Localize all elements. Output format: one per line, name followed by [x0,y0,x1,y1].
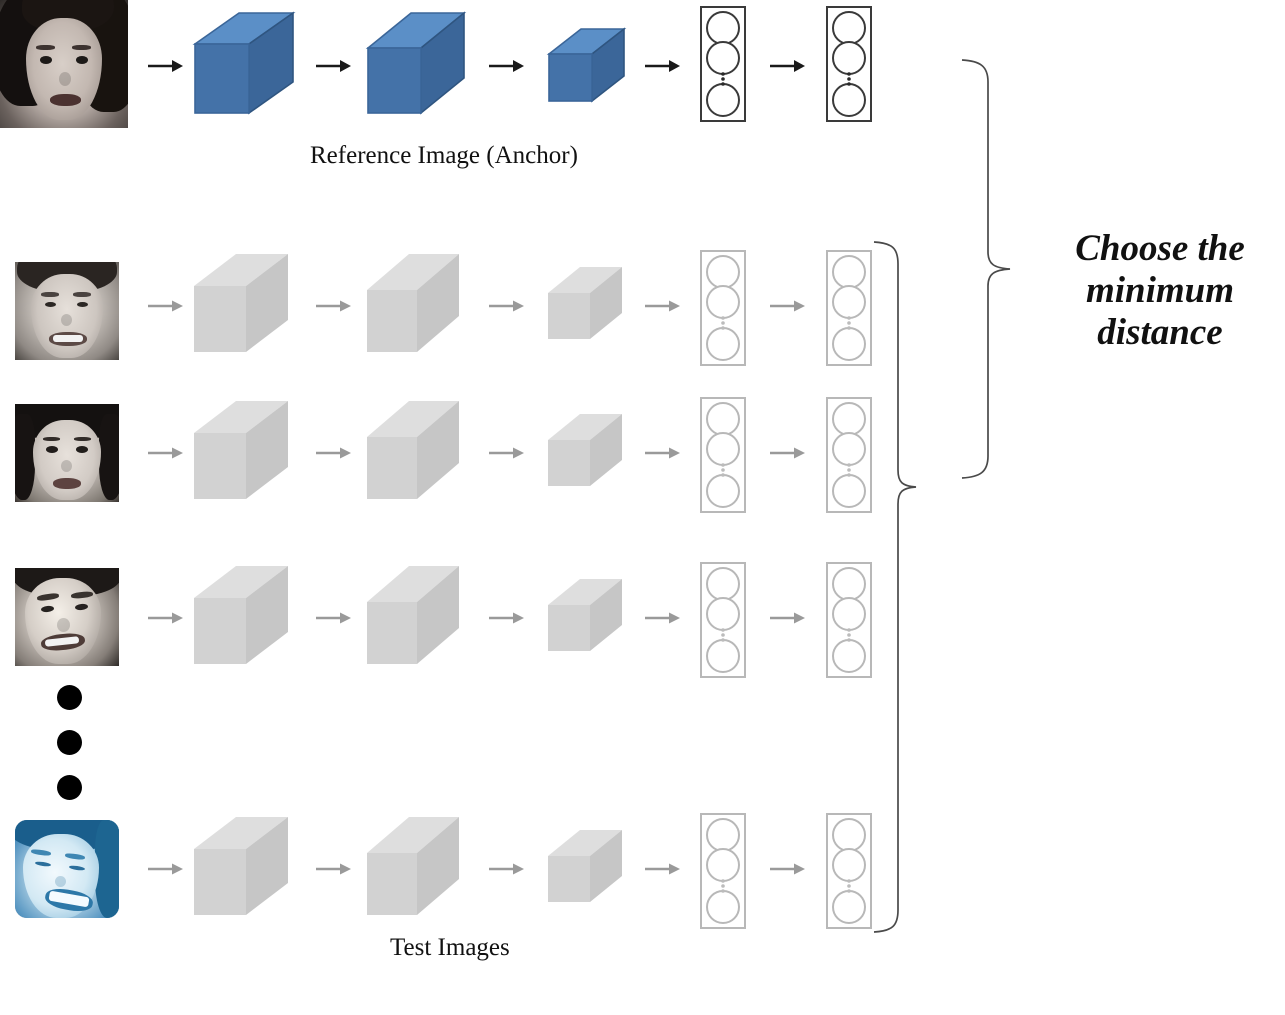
arrow-image-to-conv1 [148,863,183,875]
reference-image-label: Reference Image (Anchor) [310,142,578,169]
arrow-fc1-to-fc2 [770,60,805,72]
eye-left [40,56,52,64]
conv-block-3-test-row-n [548,830,622,902]
conv-block-2-test-row-3 [367,566,459,664]
fc-layer-2-test-row-n [826,813,872,929]
conv-block-1-test-row-1 [194,254,288,352]
arrow-conv2-to-conv3 [489,300,524,312]
conv-block-2-test-row-1 [367,254,459,352]
arrow-fc1-to-fc2 [770,863,805,875]
arrow-fc1-to-fc2 [770,447,805,459]
mouth-shape [53,478,81,489]
arrow-conv3-to-fc1 [645,60,680,72]
conv-block-3-test-row-3 [548,579,622,651]
arrow-conv2-to-conv3 [489,60,524,72]
conv-block-1-test-row-3 [194,566,288,664]
choose-minimum-distance-label: Choose the minimum distance [1075,228,1245,353]
arrow-image-to-conv1 [148,447,183,459]
eyebrow-right [73,292,91,297]
test-images-label: Test Images [390,934,510,961]
conv-block-2-anchor [365,11,467,115]
teeth-shape [53,335,83,342]
fc-layer-1-test-row-3 [700,562,746,678]
nose-shadow [57,618,70,632]
fc-layer-1-test-row-2 [700,397,746,513]
reference-face-image [0,0,128,128]
arrow-conv2-to-conv3 [489,612,524,624]
test-face-3-image [15,568,119,666]
fc-layer-2-test-row-3 [826,562,872,678]
eyebrow-left [36,45,55,50]
arrow-conv3-to-fc1 [645,300,680,312]
eye-right [77,302,88,307]
eyebrow-right [72,45,91,50]
conv-block-3-test-row-2 [548,414,622,486]
conv-block-1-test-row-n [194,817,288,915]
arrow-image-to-conv1 [148,612,183,624]
arrow-conv3-to-fc1 [645,447,680,459]
test-face-2-image [15,404,119,502]
test-face-n-image [15,820,119,918]
arrow-conv1-to-conv2 [316,612,351,624]
arrow-conv3-to-fc1 [645,863,680,875]
fc-layer-1-test-row-1 [700,250,746,366]
nose-shadow [59,72,71,86]
conv-block-3-anchor [546,27,627,103]
vertical-ellipsis-dot-2 [57,730,82,755]
conv-block-2-test-row-n [367,817,459,915]
fc-layer-2-anchor [826,6,872,122]
eye-right [76,446,88,453]
fc-layer-1-test-row-n [700,813,746,929]
test-face-1-image [15,262,119,360]
conv-block-1-anchor [192,11,296,115]
fc-layer-2-test-row-2 [826,397,872,513]
arrow-conv3-to-fc1 [645,612,680,624]
arrow-fc1-to-fc2 [770,612,805,624]
nose-shadow [61,314,72,326]
eye-left [46,446,58,453]
arrow-conv1-to-conv2 [316,863,351,875]
arrow-conv2-to-conv3 [489,447,524,459]
arrow-fc1-to-fc2 [770,300,805,312]
test-rows-brace [873,241,917,933]
hair-side-left [15,414,35,500]
arrow-image-to-conv1 [148,60,183,72]
eyebrow-left [43,437,60,441]
fc-layer-1-anchor [700,6,746,122]
eye-left [45,302,56,307]
hair-side-right [95,820,119,918]
conv-block-2-test-row-2 [367,401,459,499]
conv-block-3-test-row-1 [548,267,622,339]
hair-side-right [99,414,119,500]
vertical-ellipsis-dot-1 [57,685,82,710]
eyebrow-left [41,292,59,297]
arrow-conv1-to-conv2 [316,300,351,312]
conv-block-1-test-row-2 [194,401,288,499]
eye-right [76,56,88,64]
arrow-conv1-to-conv2 [316,60,351,72]
nose-shadow [55,876,66,887]
decision-brace [961,59,1011,479]
eyebrow-right [74,437,91,441]
vertical-ellipsis-dot-3 [57,775,82,800]
nose-shadow [61,460,72,472]
arrow-conv2-to-conv3 [489,863,524,875]
arrow-image-to-conv1 [148,300,183,312]
arrow-conv1-to-conv2 [316,447,351,459]
fc-layer-2-test-row-1 [826,250,872,366]
mouth-shape [50,94,81,106]
